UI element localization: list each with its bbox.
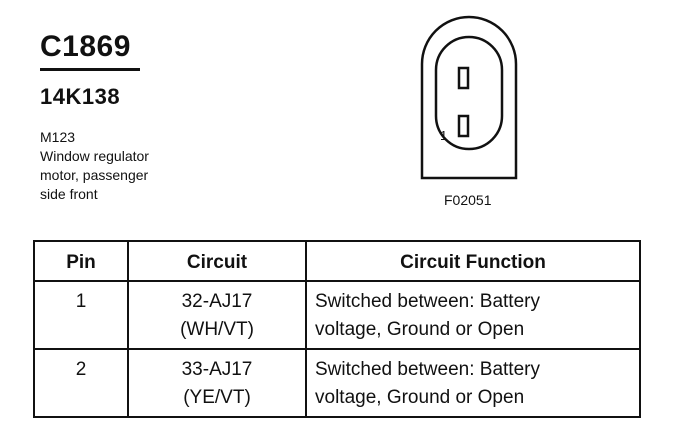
description-line: side front [40,186,98,202]
connector-description: M123 Window regulator motor, passenger s… [40,128,240,204]
description-line: M123 [40,129,76,145]
circuit-function-cell: Switched between: Battery voltage, Groun… [305,348,641,418]
function-line: voltage, Ground or Open [315,319,525,340]
column-header-pin: Pin [33,240,129,282]
function-line: voltage, Ground or Open [315,387,525,408]
column-header-circuit: Circuit [127,240,307,282]
pin-number: 1 [33,280,129,350]
part-number: 14K138 [40,84,121,109]
circuit-cell: 32-AJ17 (WH/VT) [127,280,307,350]
pin-1-label: 1 [440,128,447,143]
connector-outer-shell [420,15,518,180]
connector-face-diagram: 1 [420,15,518,180]
code-underline [40,68,140,71]
table-header-row: Pin Circuit Circuit Function [33,240,641,282]
figure-id: F02051 [444,192,492,208]
circuit-id: 33-AJ17 [181,359,253,380]
function-line: Switched between: Battery [315,291,540,312]
pin-2-cavity [457,66,470,90]
pin-number: 2 [33,348,129,418]
column-header-circuit-function: Circuit Function [305,240,641,282]
table-row: 1 32-AJ17 (WH/VT) Switched between: Batt… [33,280,641,350]
connector-inner-body [434,35,504,151]
pin-1-cavity [457,114,470,138]
pinout-table: Pin Circuit Circuit Function 1 32-AJ17 (… [33,240,641,418]
description-line: Window regulator [40,148,149,164]
circuit-id: 32-AJ17 [181,291,253,312]
circuit-function-cell: Switched between: Battery voltage, Groun… [305,280,641,350]
wire-color: (YE/VT) [183,387,251,408]
wire-color: (WH/VT) [180,319,254,340]
circuit-cell: 33-AJ17 (YE/VT) [127,348,307,418]
connector-code: C1869 [40,30,131,63]
table-row: 2 33-AJ17 (YE/VT) Switched between: Batt… [33,348,641,418]
function-line: Switched between: Battery [315,359,540,380]
description-line: motor, passenger [40,167,149,183]
